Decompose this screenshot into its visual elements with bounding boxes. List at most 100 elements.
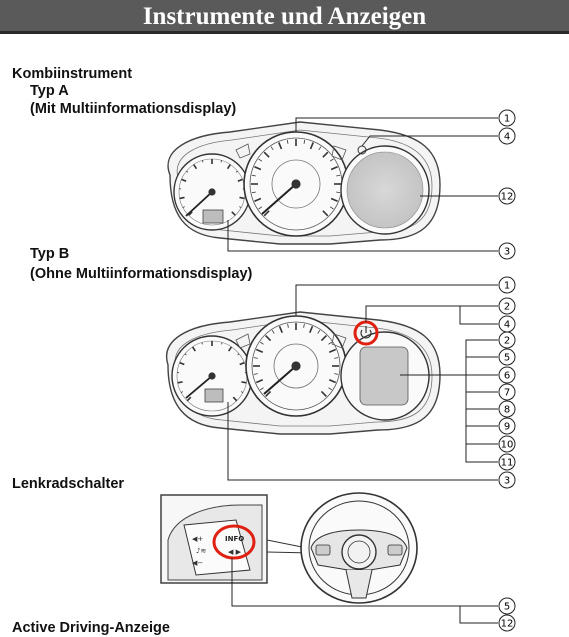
page-title: Instrumente und Anzeigen bbox=[142, 3, 427, 30]
tick-mark bbox=[251, 174, 256, 177]
tick-mark bbox=[263, 151, 270, 158]
callout-number: 2 bbox=[504, 302, 510, 313]
tick-mark bbox=[258, 158, 263, 162]
tick-mark bbox=[253, 357, 258, 359]
tick-mark bbox=[220, 160, 222, 163]
tick-mark bbox=[255, 379, 264, 384]
callout-circle bbox=[498, 614, 516, 632]
callout-circle bbox=[498, 297, 516, 315]
tick-mark bbox=[317, 330, 321, 334]
tick-mark bbox=[263, 210, 270, 217]
heading-typ-a-sub: (Mit Multiinformationsdisplay) bbox=[30, 101, 237, 117]
tick-mark bbox=[179, 361, 185, 366]
tick-mark bbox=[322, 151, 329, 158]
tick-mark bbox=[329, 206, 334, 210]
tick-mark bbox=[270, 146, 274, 151]
tick-mark bbox=[330, 166, 338, 171]
tick-mark bbox=[254, 197, 262, 202]
callout-circle bbox=[498, 127, 516, 145]
callout-circle bbox=[498, 242, 516, 260]
tick-mark bbox=[239, 206, 242, 208]
callout-circle bbox=[498, 331, 516, 349]
tick-mark bbox=[188, 211, 193, 216]
tick-mark bbox=[235, 170, 238, 173]
svg-text:◀−: ◀− bbox=[192, 559, 203, 567]
callout-circle bbox=[498, 417, 516, 435]
callout-circle bbox=[498, 435, 516, 453]
tick-mark bbox=[226, 164, 231, 170]
callout-number: 2 bbox=[504, 336, 510, 347]
tick-mark bbox=[330, 197, 338, 202]
tick-mark bbox=[228, 346, 233, 352]
callout-number: 11 bbox=[501, 458, 514, 469]
callout-circle bbox=[498, 597, 516, 615]
tick-mark bbox=[271, 330, 275, 334]
callout-lines-typ-a bbox=[227, 117, 498, 252]
tick-mark bbox=[320, 335, 327, 342]
callout-number: 5 bbox=[504, 353, 510, 364]
heading-typ-b: Typ B bbox=[30, 246, 70, 262]
tick-marks-typ-b bbox=[177, 323, 339, 402]
callout-circle bbox=[498, 400, 516, 418]
tick-mark bbox=[254, 166, 262, 171]
tick-mark bbox=[303, 139, 306, 144]
cluster-typ-b bbox=[165, 311, 441, 435]
tick-mark bbox=[336, 174, 341, 177]
tick-mark bbox=[184, 353, 187, 356]
heading-kombiinstrument: Kombiinstrument bbox=[12, 66, 133, 82]
svg-text:◀+: ◀+ bbox=[192, 535, 203, 543]
tick-mark bbox=[239, 361, 245, 366]
tick-mark bbox=[179, 196, 185, 200]
tick-mark bbox=[241, 381, 247, 384]
tick-mark bbox=[328, 387, 332, 391]
callout-lines-typ-b bbox=[227, 284, 498, 481]
callout-number: 3 bbox=[504, 476, 510, 487]
tick-mark bbox=[260, 341, 264, 345]
callout-number: 4 bbox=[504, 320, 510, 331]
callout-circle bbox=[498, 109, 516, 127]
tick-mark bbox=[329, 158, 334, 162]
tick-mark bbox=[320, 390, 327, 397]
tick-mark bbox=[177, 381, 183, 384]
tick-mark bbox=[309, 142, 314, 150]
callout-circle bbox=[498, 453, 516, 471]
heading-typ-a: Typ A bbox=[30, 83, 69, 99]
callout-number: 9 bbox=[504, 422, 510, 433]
callout-circle bbox=[498, 471, 516, 489]
tick-mark bbox=[328, 341, 332, 345]
tick-mark bbox=[278, 142, 283, 150]
callout-number: 3 bbox=[504, 247, 510, 258]
heading-lenkradschalter: Lenkradschalter bbox=[12, 476, 125, 492]
tick-mark bbox=[336, 191, 341, 194]
callout-number: 8 bbox=[504, 405, 510, 416]
steering-switch-inset: ◀+ ♪≋ ◀− INFO ◀ ▶ bbox=[160, 494, 313, 584]
svg-text:♪≋: ♪≋ bbox=[196, 547, 206, 555]
callout-number: 4 bbox=[504, 132, 510, 143]
heading-typ-b-sub: (Ohne Multiinformationsdisplay) bbox=[30, 266, 253, 282]
tick-mark bbox=[322, 210, 329, 217]
tick-mark bbox=[334, 357, 339, 359]
tick-mark bbox=[255, 348, 264, 353]
tick-mark bbox=[186, 396, 192, 402]
cluster-typ-a bbox=[167, 121, 441, 245]
tick-mark bbox=[237, 178, 243, 183]
callout-number: 10 bbox=[501, 440, 514, 451]
tick-mark bbox=[303, 323, 305, 328]
tick-mark bbox=[239, 196, 245, 200]
tick-mark bbox=[328, 348, 337, 353]
tick-mark bbox=[232, 396, 238, 402]
callout-circle bbox=[498, 348, 516, 366]
tick-mark bbox=[260, 387, 264, 391]
tick-mark bbox=[201, 342, 203, 345]
tick-mark bbox=[278, 325, 283, 334]
tick-mark bbox=[309, 325, 314, 334]
callout-circle bbox=[498, 187, 516, 205]
tick-mark bbox=[202, 160, 204, 163]
tick-mark bbox=[328, 379, 337, 384]
steering-wheel bbox=[300, 492, 418, 604]
tick-mark bbox=[237, 353, 240, 356]
tick-mark bbox=[191, 346, 196, 352]
tick-mark bbox=[221, 342, 223, 345]
callout-number: 1 bbox=[504, 281, 510, 292]
tick-mark bbox=[258, 206, 263, 210]
